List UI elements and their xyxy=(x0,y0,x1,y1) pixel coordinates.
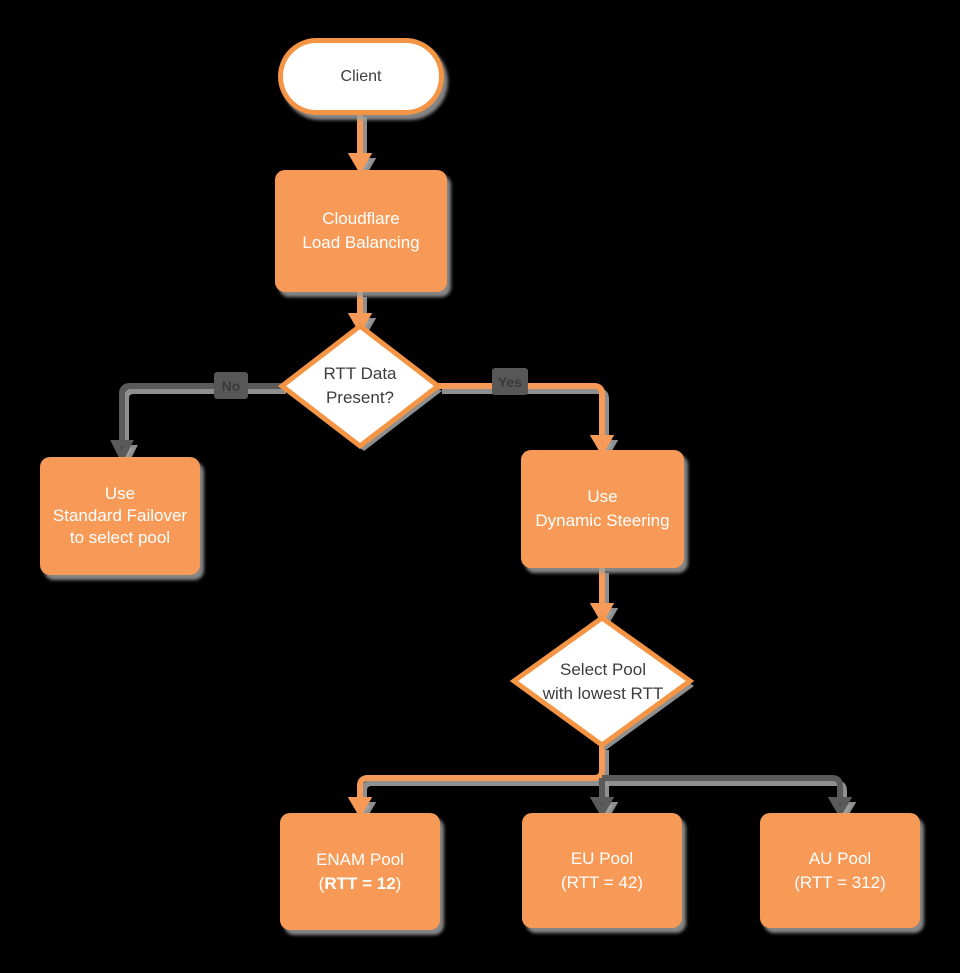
node-client: Client xyxy=(278,38,444,115)
node-standard-failover: Use Standard Failover to select pool xyxy=(40,457,200,575)
eu-pool-line2: (RTT = 42) xyxy=(560,872,644,892)
edge-steering-to-select-pool xyxy=(589,568,615,624)
enam-rtt-open: ( xyxy=(318,873,325,893)
edge-yes-to-dynamic-steering xyxy=(438,383,615,456)
edge-label-no: No xyxy=(214,372,248,399)
edge-client-to-loadbalancer xyxy=(347,112,373,174)
connector-shadows xyxy=(114,117,857,823)
edge-label-yes: Yes xyxy=(492,368,528,395)
standard-failover-line2: Standard Failover xyxy=(52,506,188,525)
node-load-balancer: Cloudflare Load Balancing xyxy=(275,170,447,292)
enam-pool-line2: (RTT = 12) xyxy=(319,872,402,896)
edge-no-to-standard-failover xyxy=(110,383,282,464)
rtt-decision-text: RTT Data Present? xyxy=(275,318,445,454)
edge-select-to-au-pool xyxy=(602,775,853,818)
select-pool-line1: Select Pool xyxy=(560,660,646,679)
rtt-decision-line2: Present? xyxy=(325,388,395,407)
enam-rtt-close: ) xyxy=(395,873,402,893)
edge-select-to-enam-pool xyxy=(347,745,605,818)
node-rtt-decision: RTT Data Present? xyxy=(275,318,445,454)
edge-select-to-eu-pool xyxy=(589,778,615,818)
node-dynamic-steering: Use Dynamic Steering xyxy=(521,450,684,568)
eu-pool-line1: EU Pool xyxy=(570,848,634,868)
node-load-balancer-line1: Cloudflare xyxy=(322,209,400,228)
au-pool-line1: AU Pool xyxy=(808,848,872,868)
node-client-label: Client xyxy=(340,67,382,85)
rtt-decision-shape xyxy=(277,322,443,451)
dynamic-steering-line1: Use xyxy=(587,487,618,506)
enam-pool-line1: ENAM Pool xyxy=(316,849,404,869)
node-au-pool: AU Pool (RTT = 312) xyxy=(760,813,920,928)
rtt-decision-line1: RTT Data xyxy=(323,364,397,383)
select-pool-text: Select Pool with lowest RTT xyxy=(508,612,698,752)
node-eu-pool: EU Pool (RTT = 42) xyxy=(522,813,682,928)
standard-failover-line3: to select pool xyxy=(69,528,171,547)
node-enam-pool: ENAM Pool (RTT = 12) xyxy=(280,813,440,930)
enam-rtt-value: RTT = 12 xyxy=(324,873,396,893)
au-pool-line2: (RTT = 312) xyxy=(794,872,886,892)
select-pool-shape xyxy=(509,614,695,750)
select-pool-line2: with lowest RTT xyxy=(542,684,664,703)
standard-failover-line1: Use xyxy=(104,484,136,503)
dynamic-steering-line2: Dynamic Steering xyxy=(535,511,670,530)
edge-loadbalancer-to-rtt-decision xyxy=(347,292,373,334)
node-load-balancer-line2: Load Balancing xyxy=(302,233,420,252)
node-select-pool: Select Pool with lowest RTT xyxy=(508,612,698,752)
